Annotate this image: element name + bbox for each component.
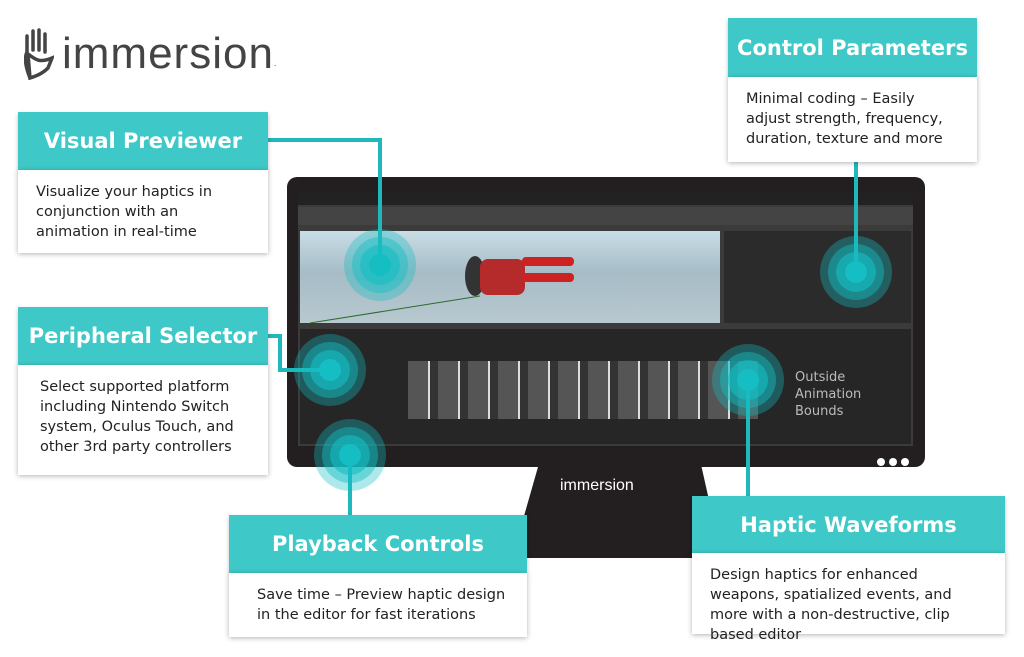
peripheral-selector-text: Select supported platform including Nint… bbox=[18, 365, 268, 475]
haptic-waveforms-title: Haptic Waveforms bbox=[692, 496, 1005, 553]
connector-line bbox=[268, 334, 282, 338]
hotspot-ring bbox=[737, 369, 759, 391]
haptic-waveforms-text: Design haptics for enhanced weapons, spa… bbox=[692, 553, 1005, 643]
connector-line bbox=[278, 334, 282, 372]
editor-screen: Outside Animation Bounds bbox=[298, 193, 913, 446]
connector-line bbox=[278, 368, 330, 372]
outside-bounds-label: Outside Animation Bounds bbox=[795, 370, 862, 419]
connector-line bbox=[746, 380, 750, 496]
visual-previewer-text: Visualize your haptics in conjunction wi… bbox=[18, 170, 268, 253]
control-parameters-text: Minimal coding – Easily adjust strength,… bbox=[728, 77, 977, 162]
connector-line bbox=[854, 162, 858, 272]
connector-line bbox=[348, 455, 352, 515]
playback-controls-title: Playback Controls bbox=[229, 515, 527, 573]
hotspot-ring bbox=[339, 444, 361, 466]
stand-logo: immersion bbox=[560, 477, 634, 494]
connector-line bbox=[378, 138, 382, 266]
connector-line bbox=[268, 138, 382, 142]
peripheral-selector-title: Peripheral Selector bbox=[18, 307, 268, 365]
playback-controls-text: Save time – Preview haptic design in the… bbox=[229, 573, 527, 637]
title-bar bbox=[298, 193, 913, 205]
hand-model bbox=[309, 256, 574, 324]
hotspot-ring bbox=[369, 254, 391, 276]
hand-icon bbox=[24, 28, 54, 80]
details-panel bbox=[724, 231, 911, 323]
more-dots bbox=[877, 451, 913, 470]
logo-text: immersion bbox=[62, 29, 274, 78]
control-parameters-title: Control Parameters bbox=[728, 18, 977, 77]
hotspot-ring bbox=[319, 359, 341, 381]
immersion-logo: immersion. bbox=[24, 28, 276, 80]
toolbar bbox=[298, 207, 913, 225]
waveform-clips bbox=[408, 361, 758, 419]
hotspot-ring bbox=[845, 261, 867, 283]
visual-previewer-title: Visual Previewer bbox=[18, 112, 268, 170]
timeline: Outside Animation Bounds bbox=[300, 329, 911, 444]
